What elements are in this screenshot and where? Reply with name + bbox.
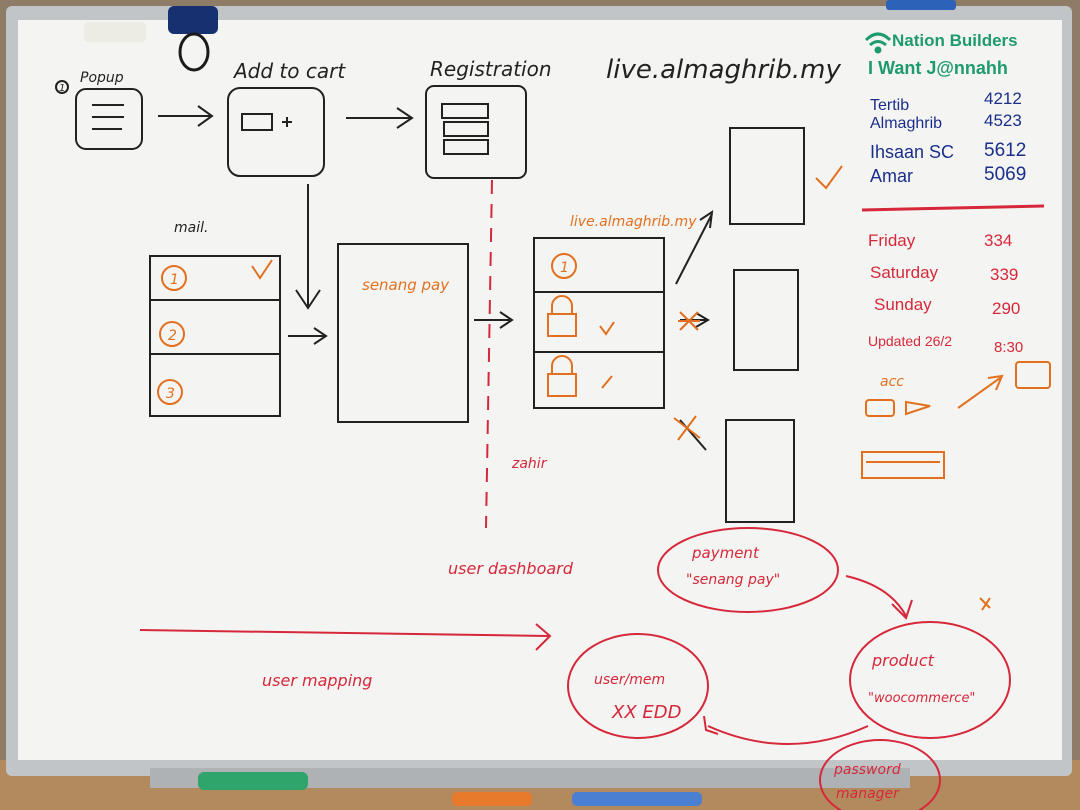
mail-label: mail.: [174, 220, 208, 236]
mini-page-icon: [1015, 361, 1051, 389]
acc-label: acc: [880, 374, 904, 390]
payment-bubble: [657, 527, 839, 613]
list-num-circle-1: [161, 265, 187, 291]
password-sub: manager: [836, 786, 900, 802]
checkmark-icon: [815, 165, 843, 190]
popup-box: [75, 88, 143, 150]
registration-box: [425, 85, 527, 179]
step-number: 1: [59, 83, 65, 94]
program-name-2: Almaghrib: [870, 115, 942, 132]
list-num-circle-2: [159, 321, 185, 347]
outcome-page-failed: [725, 419, 795, 523]
checkmark-icon: [251, 259, 273, 280]
checkmark-icon: [599, 321, 615, 336]
outcome-page-success: [729, 127, 805, 225]
password-bubble: [819, 739, 941, 810]
updated-label: Updated 26/2: [868, 333, 952, 349]
registration-label: Registration: [430, 57, 552, 81]
day-count-3: 290: [992, 299, 1020, 318]
product-bubble-title: product: [871, 651, 935, 670]
brand-name: Nation Builders: [892, 31, 1018, 50]
add-to-cart-box: [227, 87, 325, 177]
tagline: I Want J@nnahh: [868, 58, 1008, 78]
program-name-3: Ihsaan SC: [870, 142, 954, 162]
updated-time: 8:30: [994, 339, 1023, 356]
binder-clip-icon: [168, 6, 218, 72]
list-num-1: 1: [170, 272, 179, 288]
outcome-page-pending: [733, 269, 799, 371]
user-management-bubble: [567, 633, 709, 739]
payment-box: [337, 243, 469, 423]
gateway-num-circle: [551, 253, 577, 279]
program-count-1: 4212: [984, 89, 1022, 108]
day-name-2: Saturday: [870, 263, 939, 282]
live-label: live.almaghrib.my: [570, 214, 697, 230]
user-journey-arrow: [139, 629, 549, 637]
popup-label: Popup: [80, 70, 124, 86]
orange-marker: [452, 792, 532, 806]
payment-box-label: senang pay: [362, 276, 450, 294]
wifi-icon: [864, 32, 892, 54]
journey-label: user mapping: [262, 671, 372, 690]
user-mgmt-title: user/mem: [594, 672, 665, 688]
ready-label: zahir: [511, 456, 548, 472]
program-name-4: Amar: [870, 166, 913, 186]
lock-icon: [547, 295, 577, 337]
program-count-3: 5612: [984, 140, 1026, 161]
cross-icon: [673, 415, 701, 441]
password-title: password: [833, 762, 901, 778]
slash-mark: [601, 375, 613, 389]
divider-line: [861, 204, 1045, 212]
day-count-1: 334: [984, 231, 1012, 250]
dashed-divider: [485, 179, 493, 529]
dashed-label: user dashboard: [448, 559, 574, 578]
site-title: live.almaghrib.my: [606, 55, 842, 85]
step-number-circle: [55, 80, 69, 94]
mail-list-box: [149, 255, 281, 417]
arrow-usermgmt-product: [707, 725, 869, 745]
cross-icon: [979, 597, 991, 611]
payment-bubble-sub: "senang pay": [686, 572, 780, 588]
program-count-4: 5069: [984, 164, 1026, 185]
marker-tray: [150, 768, 910, 788]
asterisk-icon: [678, 311, 700, 331]
top-clip-blue: [886, 0, 956, 10]
day-name-3: Sunday: [874, 295, 932, 314]
top-clip-white: [84, 22, 146, 42]
gateway-list-box: [533, 237, 665, 409]
list-num-circle-3: [157, 379, 183, 405]
green-marker: [198, 772, 308, 790]
gateway-num: 1: [560, 260, 569, 276]
user-mgmt-sub: XX EDD: [611, 702, 681, 723]
product-bubble: [849, 621, 1011, 739]
day-count-2: 339: [990, 265, 1018, 284]
add-to-cart-label: Add to cart: [232, 59, 346, 83]
payment-bubble-title: payment: [691, 544, 760, 562]
mini-card-icon: [865, 399, 895, 417]
lock-icon: [547, 355, 577, 397]
program-count-2: 4523: [984, 111, 1022, 130]
arrow-payment-product: [845, 575, 907, 617]
list-num-3: 3: [166, 386, 175, 402]
mini-button-icon: [861, 451, 945, 479]
blue-marker: [572, 792, 702, 806]
product-bubble-sub: "woocommerce": [868, 691, 975, 706]
day-name-1: Friday: [868, 231, 916, 250]
list-num-2: 2: [168, 328, 177, 344]
program-name-1: Tertib: [870, 97, 909, 114]
